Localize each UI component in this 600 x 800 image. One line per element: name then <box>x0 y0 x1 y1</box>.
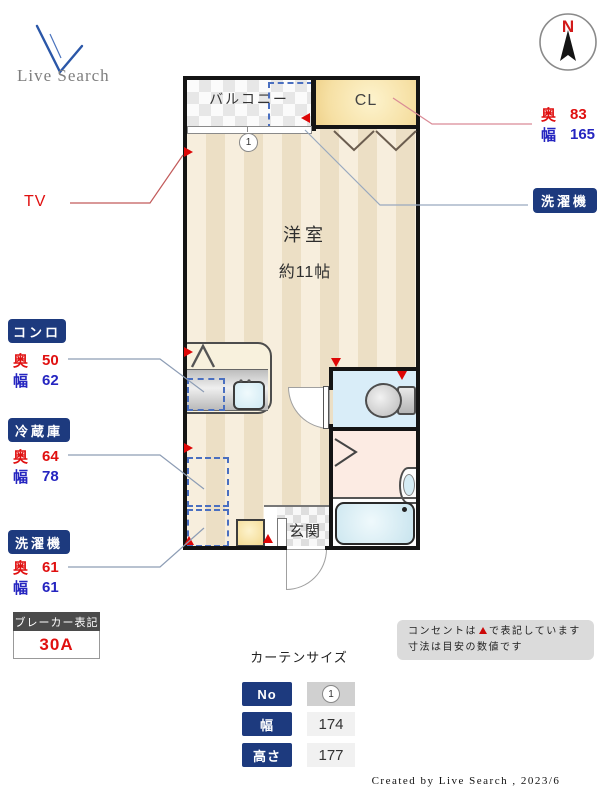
wall-washroom-bath <box>333 497 416 499</box>
wall-sanitary-left-lower <box>329 424 333 546</box>
washer-width-value: 61 <box>42 578 59 596</box>
outlet-marker-icon <box>479 627 487 634</box>
bathtub <box>335 502 415 545</box>
stove-depth-key: 奥 <box>13 352 30 370</box>
wall-closet-bottom <box>316 125 420 129</box>
balcony-label: バルコニー <box>209 91 289 107</box>
tv-label: TV <box>24 193 47 210</box>
fridge-depth-value: 64 <box>42 447 59 465</box>
cl-depth-value: 83 <box>570 105 587 123</box>
cl-width-key: 幅 <box>541 126 558 144</box>
logo-v-stroke <box>35 24 84 75</box>
wall-left <box>183 76 187 550</box>
closet-dimensions: 奥 83 幅 165 <box>541 104 595 144</box>
wall-sanitary-left-upper <box>329 367 333 390</box>
fridge-space-dashed <box>187 457 229 507</box>
curtain-row-width-value: 174 <box>307 712 355 736</box>
wash-basin-bowl <box>403 474 415 496</box>
note-line1-pre: コンセントは <box>408 626 477 637</box>
wall-bottom-left <box>183 546 287 550</box>
curtain-row-height-value: 177 <box>307 743 355 767</box>
stove-width-value: 62 <box>42 371 59 389</box>
toilet-bowl <box>365 383 402 418</box>
fridge-dimensions: 奥 64 幅 78 <box>13 446 59 486</box>
outlet-marker-toilet-right <box>397 371 407 380</box>
wall-top <box>183 76 420 80</box>
cl-depth-key: 奥 <box>541 106 558 124</box>
outlet-marker-balcony <box>301 113 310 123</box>
credit-text: Created by Live Search , 2023/6 <box>371 775 561 787</box>
room-name: 洋室 <box>283 225 327 245</box>
kitchen-sink <box>233 381 265 410</box>
toilet-door-leaf <box>323 386 329 429</box>
logo-text: Live Search <box>17 66 110 85</box>
outlet-marker-tv <box>184 147 193 157</box>
washer-depth-value: 61 <box>42 558 59 576</box>
curtain-row-width-label: 幅 <box>242 712 292 736</box>
note-line2: 寸法は目安の数値です <box>408 642 523 653</box>
window-center-tick <box>247 126 248 132</box>
closet-label: CL <box>354 92 378 109</box>
room-size: 約11帖 <box>278 264 332 281</box>
washer-depth-key: 奥 <box>13 559 30 577</box>
breaker-value: 30A <box>13 631 100 659</box>
curtain-row-height-label: 高さ <box>242 743 292 767</box>
shoe-box <box>236 519 265 547</box>
stove-depth-value: 50 <box>42 351 59 369</box>
entrance-door-swing <box>286 549 327 590</box>
outlet-marker-toilet-left <box>331 358 341 367</box>
wall-toilet-bottom <box>333 427 420 431</box>
breaker-title: ブレーカー表記 <box>13 612 100 631</box>
cl-width-value: 165 <box>570 125 596 143</box>
note-box: コンセントは で表記しています 寸法は目安の数値です <box>397 620 594 660</box>
stove-dimensions: 奥 50 幅 62 <box>13 350 59 390</box>
wall-right <box>416 76 420 550</box>
fridge-depth-key: 奥 <box>13 448 30 466</box>
logo-v-icon <box>35 24 84 75</box>
note-line1: コンセントは で表記しています <box>408 627 583 637</box>
fridge-width-value: 78 <box>42 467 59 485</box>
outlet-marker-entrance <box>263 534 273 543</box>
stove-width-key: 幅 <box>13 372 30 390</box>
tv-leader-line <box>70 154 184 204</box>
washer-dimensions: 奥 61 幅 61 <box>13 557 59 597</box>
curtain-row-no-value: 1 <box>307 682 355 706</box>
wall-balcony-closet <box>311 76 316 131</box>
entrance-label: 玄関 <box>288 523 321 540</box>
wall-entrance-top <box>264 505 329 507</box>
washer-width-key: 幅 <box>13 579 30 597</box>
balcony-floor <box>187 80 311 127</box>
compass: N <box>539 13 597 71</box>
fridge-width-key: 幅 <box>13 468 30 486</box>
washer-tag: 洗濯機 <box>8 530 70 554</box>
curtain-row-no-label: No <box>242 682 292 706</box>
bathtub-drain <box>402 507 407 512</box>
stove-tag: コンロ <box>8 319 66 343</box>
curtain-title: カーテンサイズ <box>250 650 348 665</box>
outlet-marker-floor-left <box>184 536 194 545</box>
outlet-marker-kitchen <box>184 347 193 357</box>
logo-v-accent <box>49 33 62 59</box>
stove-space-dashed <box>187 378 225 411</box>
outlet-marker-fridge <box>184 443 193 453</box>
curtain-window-number-badge: 1 <box>322 685 340 703</box>
window-number-badge: 1 <box>239 133 258 152</box>
washer-balcony-tag: 洗濯機 <box>533 188 597 213</box>
compass-circle <box>539 13 597 71</box>
compass-north-label: N <box>562 17 574 36</box>
wall-bottom-right <box>325 546 420 550</box>
wall-toilet-top <box>329 367 420 371</box>
note-line1-post: で表記しています <box>489 626 581 637</box>
compass-needle-icon <box>560 30 576 61</box>
fridge-tag: 冷蔵庫 <box>8 418 70 442</box>
